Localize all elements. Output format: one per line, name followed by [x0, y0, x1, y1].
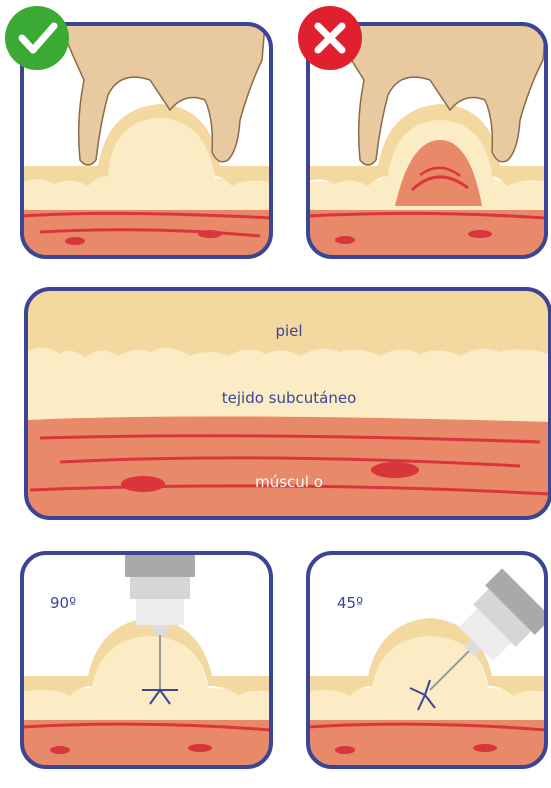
- muscle-label: múscul o: [255, 473, 323, 491]
- panel-correct-pinch: [5, 6, 271, 257]
- panel-incorrect-pinch: [298, 6, 546, 257]
- angle-label: 45º: [337, 594, 363, 612]
- cross-icon: [298, 6, 362, 70]
- panel-layers: piel tejido subcutáneo múscul o: [26, 289, 550, 518]
- subcutaneous-label: tejido subcutáneo: [222, 389, 357, 407]
- skin-label: piel: [275, 322, 302, 340]
- angle-label: 90º: [50, 594, 76, 612]
- check-icon: [5, 6, 69, 70]
- panel-angle-90: 90º: [22, 553, 271, 767]
- panel-angle-45: 45º: [308, 553, 551, 767]
- muscle-layer: [26, 416, 550, 518]
